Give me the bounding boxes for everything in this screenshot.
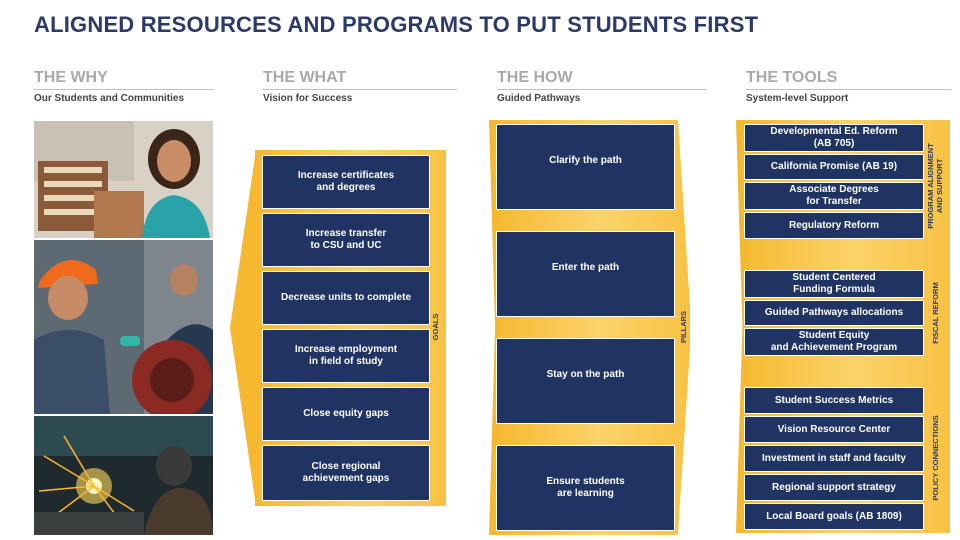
goal-box: Increase certificates and degrees (262, 155, 430, 209)
column-heading-what: THE WHAT (263, 69, 347, 86)
tool-box: Associate Degrees for Transfer (744, 182, 924, 210)
divider-tools (746, 89, 951, 90)
goals-arrow (230, 150, 256, 506)
tools-group-label-program-alignment: PROGRAM ALIGNMENT AND SUPPORT (926, 143, 944, 229)
tool-box: Vision Resource Center (744, 416, 924, 443)
tool-box: Student Equity and Achievement Program (744, 328, 924, 356)
tool-box: Student Success Metrics (744, 387, 924, 414)
photo-workers-hardhat (34, 240, 213, 414)
goals-label: GOALS (431, 313, 440, 341)
pillars-label: PILLARS (679, 310, 688, 344)
column-subheading-why: Our Students and Communities (34, 93, 185, 104)
tool-box: California Promise (AB 19) (744, 154, 924, 180)
tool-box: Regulatory Reform (744, 212, 924, 239)
divider-what (263, 89, 457, 90)
tool-box: Guided Pathways allocations (744, 300, 924, 326)
pillar-box: Ensure students are learning (496, 445, 675, 531)
pillar-box: Stay on the path (496, 338, 675, 424)
tool-box: Student Centered Funding Formula (744, 270, 924, 298)
goal-box: Close regional achievement gaps (262, 445, 430, 501)
photo-welder-sparks (34, 416, 213, 535)
tool-box: Local Board goals (AB 1809) (744, 503, 924, 530)
column-subheading-what: Vision for Success (263, 93, 353, 104)
goal-box: Increase transfer to CSU and UC (262, 213, 430, 267)
tool-box: Regional support strategy (744, 474, 924, 501)
divider-how (497, 89, 707, 90)
photo-student-with-model (34, 121, 213, 238)
tool-box: Developmental Ed. Reform (AB 705) (744, 124, 924, 152)
divider-why (34, 89, 214, 90)
tools-group-label-fiscal-reform: FISCAL REFORM (931, 282, 940, 344)
goal-box: Decrease units to complete (262, 271, 430, 325)
column-heading-how: THE HOW (497, 69, 573, 86)
column-heading-tools: THE TOOLS (746, 69, 838, 86)
page-title: ALIGNED RESOURCES AND PROGRAMS TO PUT ST… (34, 12, 759, 37)
tool-box: Investment in staff and faculty (744, 445, 924, 472)
goal-box: Increase employment in field of study (262, 329, 430, 383)
column-subheading-how: Guided Pathways (497, 93, 581, 104)
goal-box: Close equity gaps (262, 387, 430, 441)
pillar-box: Enter the path (496, 231, 675, 317)
tools-group-label-policy-connections: POLICY CONNECTIONS (931, 415, 940, 501)
column-subheading-tools: System-level Support (746, 93, 849, 104)
column-heading-why: THE WHY (34, 69, 108, 86)
pillar-box: Clarify the path (496, 124, 675, 210)
